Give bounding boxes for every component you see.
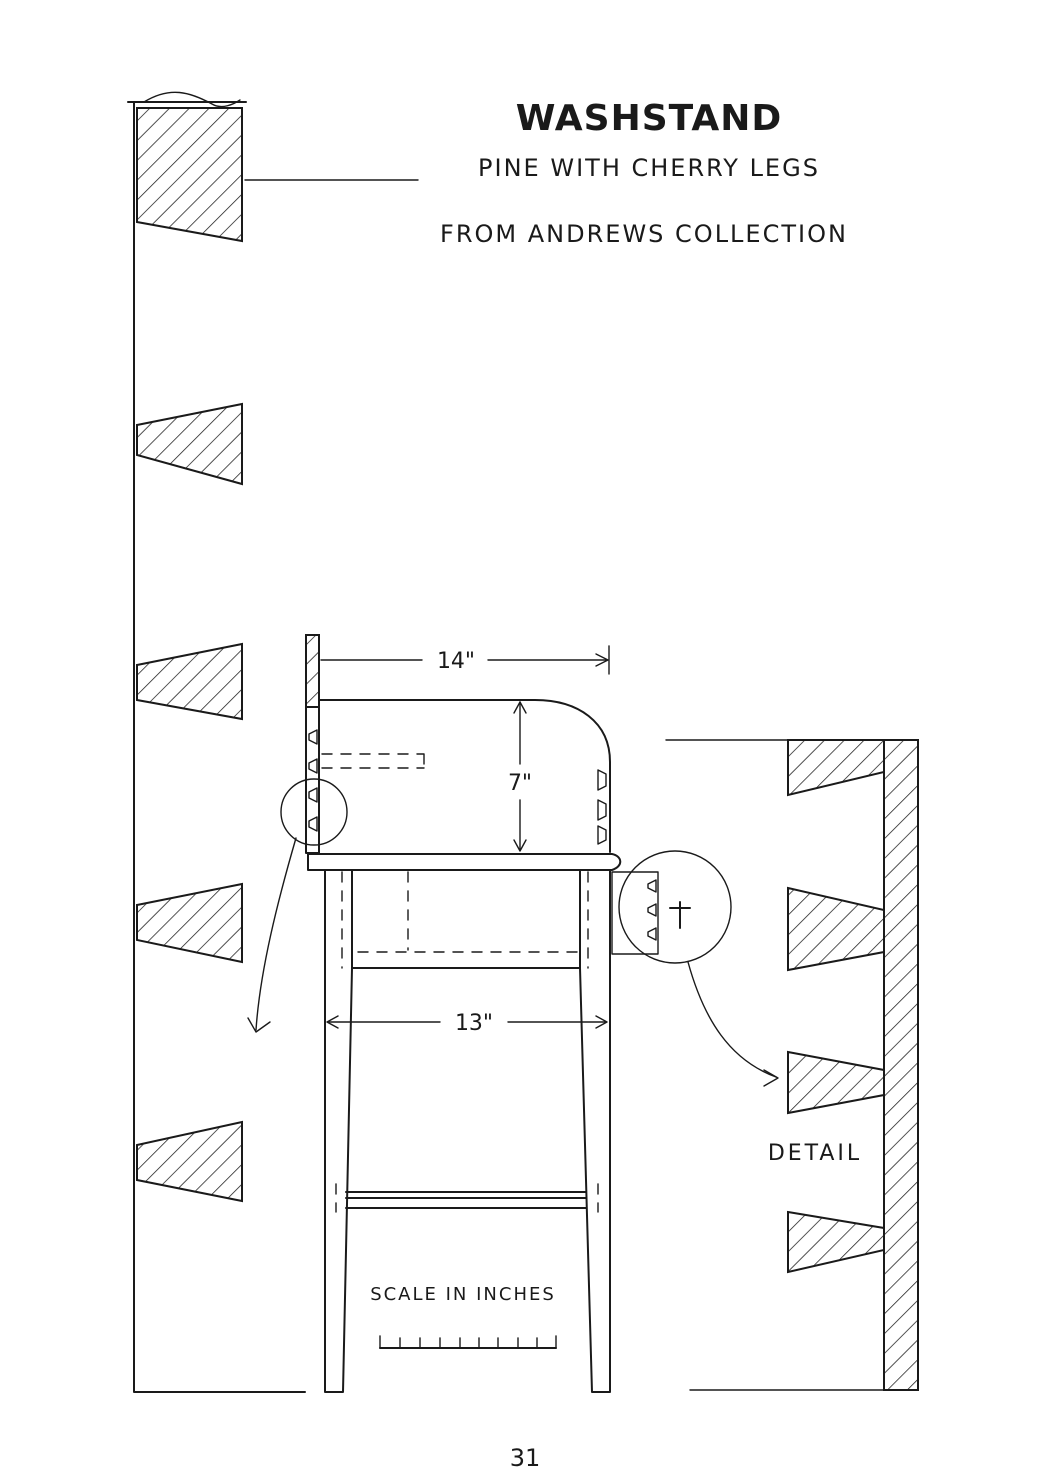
top-width-label: 14"	[437, 649, 475, 674]
page-number: 31	[510, 1444, 541, 1472]
dovetail-tail	[137, 884, 242, 962]
backsplash-height-label: 7"	[508, 771, 532, 796]
hidden-cleat	[322, 754, 424, 768]
dovetail-tail	[137, 108, 242, 241]
leg-spread-label: 13"	[455, 1011, 493, 1036]
back-dovetail-marks	[309, 730, 317, 831]
detail-label: DETAIL	[768, 1141, 862, 1166]
drawer-pull-icon	[670, 902, 690, 928]
front-dovetail-marks	[598, 770, 606, 844]
subtitle: PINE WITH CHERRY LEGS	[478, 154, 820, 182]
washstand-elevation	[248, 635, 778, 1392]
top-board	[308, 854, 620, 870]
source-line: FROM ANDREWS COLLECTION	[440, 220, 848, 248]
callout-leader-right	[688, 962, 776, 1077]
stretcher	[346, 1192, 586, 1208]
side-panel-outline	[319, 700, 610, 852]
dovetail-tail	[137, 1122, 242, 1201]
pin-section	[788, 1212, 884, 1272]
right-dovetail-detail	[666, 740, 918, 1390]
board-edge	[884, 740, 918, 1390]
pin-section	[788, 888, 884, 970]
dovetail-tail	[137, 404, 242, 484]
pin-section	[788, 740, 884, 795]
arrow-head-icon	[248, 1018, 270, 1032]
backsplash-end-grain	[306, 635, 319, 707]
dovetail-tail	[137, 644, 242, 719]
page-title: WASHSTAND	[516, 98, 783, 139]
scale-bar	[380, 1336, 556, 1348]
scale-label: SCALE IN INCHES	[370, 1284, 556, 1305]
callout-leader-left	[256, 838, 296, 1030]
left-leg	[325, 870, 352, 1392]
pin-section	[788, 1052, 884, 1113]
right-leg	[580, 870, 610, 1392]
drawer-dovetail-marks	[648, 880, 656, 940]
